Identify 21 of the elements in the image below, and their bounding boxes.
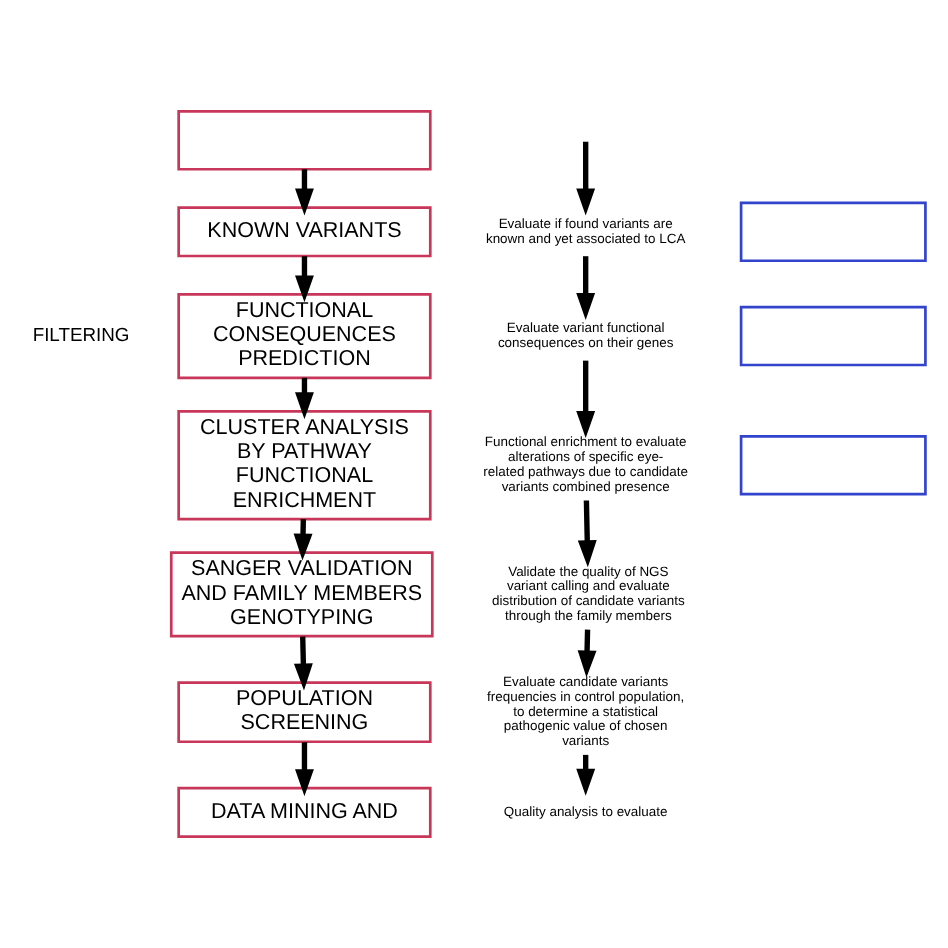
arrow	[293, 636, 313, 691]
node-box: DATA MINING AND	[177, 786, 432, 838]
node-box	[739, 435, 927, 496]
arrow	[576, 141, 596, 216]
node-box: CLUSTER ANALYSIS BY PATHWAY FUNCTIONAL ENRICHMENT	[177, 410, 432, 521]
node-box	[739, 201, 927, 263]
label: FILTERING	[32, 323, 130, 346]
node-box	[177, 110, 432, 171]
node-box: FUNCTIONAL CONSEQUENCES PREDICTION	[177, 293, 432, 380]
arrow	[293, 519, 313, 561]
node-box: KNOWN VARIANTS	[177, 206, 432, 258]
arrow	[577, 500, 597, 568]
arrow	[577, 629, 597, 678]
arrow	[295, 256, 314, 303]
arrow	[576, 360, 596, 439]
arrow	[576, 256, 596, 320]
node-box: POPULATION SCREENING	[177, 681, 432, 744]
arrow	[295, 169, 314, 216]
node-box: SANGER VALIDATION AND FAMILY MEMBERS GENOTYPING	[169, 551, 434, 638]
arrow	[295, 742, 314, 797]
node-box	[739, 305, 927, 367]
